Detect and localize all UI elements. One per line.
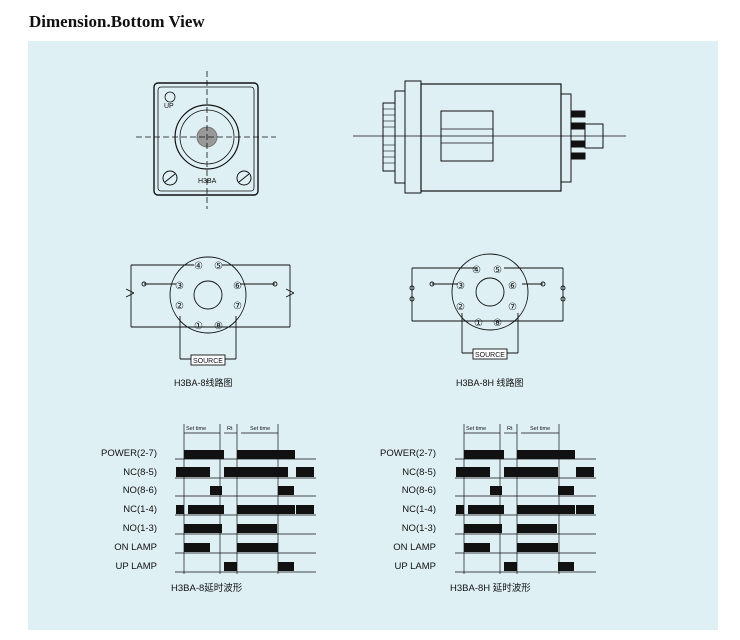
source-label-right: SOURCE	[475, 352, 505, 359]
pin-4: ④	[472, 265, 481, 276]
pin-labels-right: ④ ⑤ ③ ⑥ ② ⑦ ① ⑧	[456, 265, 517, 329]
set-time-label: Set time	[530, 426, 550, 432]
row-label-no-1-3: NO(1-3)	[402, 523, 436, 534]
pin-1: ①	[194, 321, 203, 332]
pin-8: ⑧	[214, 321, 223, 332]
pin-2: ②	[456, 302, 465, 313]
row-label-no-1-3: NO(1-3)	[123, 523, 157, 534]
row-label-up-lamp: UP LAMP	[115, 561, 157, 572]
pin-5: ⑤	[214, 261, 223, 272]
pin-6: ⑥	[233, 281, 242, 292]
up-mark-label: UP	[164, 103, 174, 110]
row-label-no-8-6: NO(8-6)	[402, 485, 436, 496]
model-label: H3BA	[198, 178, 217, 185]
source-label-left: SOURCE	[193, 358, 223, 365]
relay-side-view	[353, 80, 626, 194]
timing-chart-left: Set time Rt Set time POWER(2-7) NC(8-5) …	[101, 424, 316, 594]
set-time-label: Set time	[186, 426, 206, 432]
pin-3: ③	[456, 281, 465, 292]
pin-7: ⑦	[508, 302, 517, 313]
pin-8: ⑧	[493, 318, 502, 329]
diagram-canvas: UP H3BA	[101, 71, 626, 594]
row-label-no-8-6: NO(8-6)	[123, 485, 157, 496]
row-label-on-lamp: ON LAMP	[114, 542, 157, 553]
row-label-nc-1-4: NC(1-4)	[402, 504, 436, 515]
wiring-caption-left: H3BA-8线路图	[174, 377, 233, 388]
row-label-power: POWER(2-7)	[380, 448, 436, 459]
rt-label: Rt	[227, 426, 233, 432]
timing-caption-left: H3BA-8延时波形	[171, 582, 243, 594]
row-label-up-lamp: UP LAMP	[394, 561, 436, 572]
pin-1: ①	[474, 318, 483, 329]
row-label-nc-1-4: NC(1-4)	[123, 504, 157, 515]
row-label-nc-8-5: NC(8-5)	[402, 467, 436, 478]
set-time-label: Set time	[466, 426, 486, 432]
row-label-nc-8-5: NC(8-5)	[123, 467, 157, 478]
row-label-power: POWER(2-7)	[101, 448, 157, 459]
wiring-caption-right: H3BA-8H 线路图	[456, 377, 524, 388]
pin-5: ⑤	[493, 265, 502, 276]
pin-6: ⑥	[508, 281, 517, 292]
pin-3: ③	[175, 281, 184, 292]
pin-4: ④	[194, 261, 203, 272]
pin-7: ⑦	[233, 301, 242, 312]
relay-face-view	[136, 71, 276, 209]
page-title: Dimension.Bottom View	[29, 12, 205, 31]
pin-2: ②	[175, 301, 184, 312]
set-time-label: Set time	[250, 426, 270, 432]
wiring-diagram-h3ba-8	[125, 256, 295, 366]
timing-caption-right: H3BA-8H 延时波形	[450, 582, 531, 594]
timing-chart-right: Set time Rt Set time POWER(2-7) NC(8-5) …	[380, 424, 596, 594]
wiring-diagram-h3ba-8h	[409, 253, 566, 360]
rt-label: Rt	[507, 426, 513, 432]
row-label-on-lamp: ON LAMP	[393, 542, 436, 553]
pin-labels-left: ④ ⑤ ③ ⑥ ② ⑦ ① ⑧	[175, 261, 242, 332]
